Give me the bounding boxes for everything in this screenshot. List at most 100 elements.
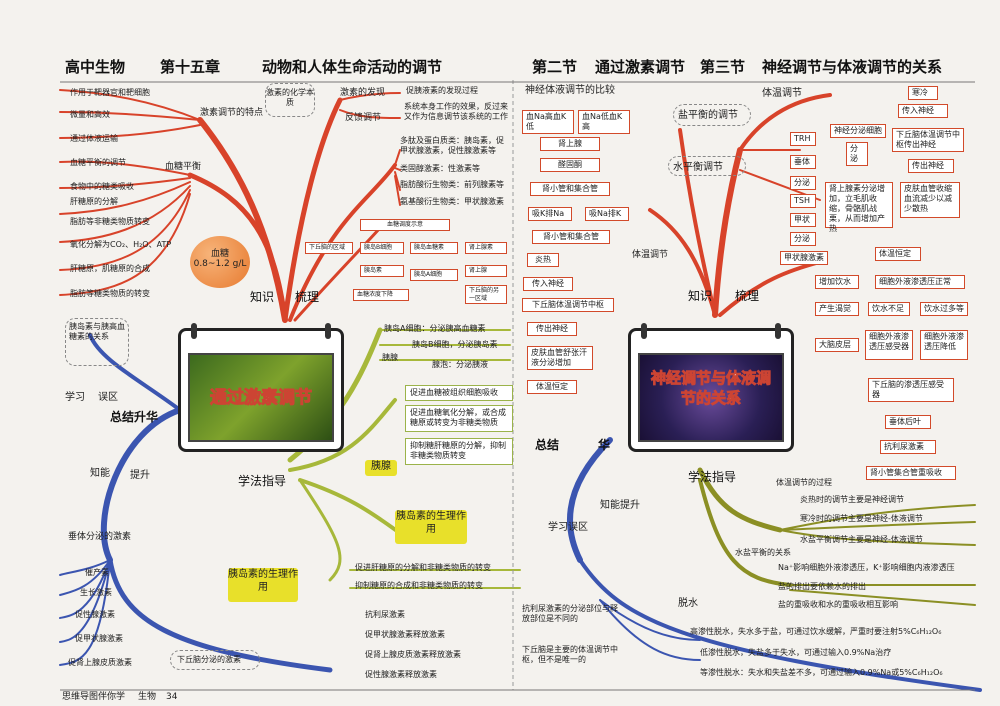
header-section3-title: 神经调节与体液调节的关系 (762, 58, 943, 76)
flow-node: 胰岛素 (360, 265, 404, 277)
glucagon-effect: 抑制糖原的合成和非糖类物质的转变 (355, 581, 483, 590)
ring-icon (191, 323, 197, 339)
pancreas-item: 胰岛B细胞，分泌胰岛素 (412, 340, 498, 349)
water-node: 肾小管和集合管 (530, 182, 610, 196)
cold-node: 寒冷 (908, 86, 938, 100)
water-node: 肾上腺 (540, 137, 600, 151)
pancreas-gland: 胰腺 (382, 353, 398, 362)
cold-node: 传出神经 (908, 159, 954, 173)
trait-item: 微量和高效 (70, 110, 110, 119)
insulin-tag: 胰岛素的生理作用 (395, 510, 467, 544)
right-study-label: 学习误区 (548, 522, 588, 533)
thirst-node: 增加饮水 (815, 275, 859, 289)
water-node: 吸K排Na (528, 207, 572, 221)
blood-sugar-item: 脂肪等糖类物质的转变 (70, 289, 150, 298)
hypo-item: 促肾上腺皮质激素释放激素 (365, 650, 461, 659)
flow-node: 血糖浓度下降 (353, 289, 409, 301)
temp-process-item: 炎热时的调节主要是神经调节 (800, 495, 904, 504)
cold-node: 肾上腺素分泌增加，立毛肌收缩，骨骼肌战栗，从而增加产热 (825, 182, 893, 233)
cold-node: 下丘脑体温调节中枢传出神经 (892, 128, 964, 152)
water-node: 肾小管和集合管 (532, 230, 610, 244)
flow-node: 胰岛A细胞 (410, 269, 458, 281)
thirst-node: 肾小管集合管重吸收 (866, 466, 956, 480)
insulin-effect: 抑制糖肝糖原的分解，抑制非糖类物质转变 (405, 438, 513, 465)
chem-item: 多肽及蛋白质类：胰岛素，促甲状腺激素，促性腺激素等 (400, 136, 504, 155)
cold-node: 甲状腺激素 (780, 251, 828, 265)
chem-item: 脂肪酸衍生物类：前列腺素等 (400, 180, 504, 189)
blood-sugar-ball: 血糖 0.8~1.2 g/L (190, 236, 250, 288)
pituitary-item: 促甲状腺激素 (75, 634, 123, 643)
left-card-title: 通过激素调节 (210, 388, 313, 409)
left-error-label: 误区 (98, 392, 118, 403)
heat-node: 下丘脑体温调节中枢 (522, 298, 614, 312)
flow-node: 肾上腺 (465, 265, 507, 277)
right-knowledge-label: 知识 (688, 289, 713, 303)
pituitary-title: 垂体分泌的激素 (68, 532, 132, 542)
feedback-text: 系统本身工作的效果，反过来又作为信息调节该系统的工作 (404, 102, 508, 121)
water-node: 吸Na排K (585, 207, 629, 221)
header-section3: 第三节 (700, 58, 746, 76)
pituitary-item: 生长激素 (80, 588, 112, 597)
temp-process-title: 体温调节的过程 (776, 478, 832, 487)
discovery-title: 激素的发现 (340, 88, 386, 98)
flow-title: 血糖调度示意 (360, 219, 450, 231)
traits-title: 激素调节的特点 (200, 108, 264, 118)
blood-sugar-item: 食物中的糖类吸收 (70, 182, 134, 191)
blood-sugar-item: 氧化分解为CO₂、H₂O、ATP (70, 240, 172, 249)
cold-node: 体温恒定 (875, 247, 921, 261)
salt-bubble: 盐平衡的调节 (673, 104, 751, 126)
blood-sugar-item: 肝糖原的分解 (70, 197, 118, 206)
header-chapter-title: 动物和人体生命活动的调节 (262, 58, 443, 76)
dehydration-title: 脱水 (678, 598, 698, 609)
heat-node: 体温恒定 (527, 380, 577, 394)
chem-item: 类固醇激素：性激素等 (400, 164, 480, 173)
flow-node: 肾上腺素 (465, 242, 507, 254)
footer-page: 34 (166, 692, 178, 702)
right-sort-label: 梳理 (735, 289, 760, 303)
chem-item: 氨基酸衍生物类：甲状腺激素 (400, 197, 504, 206)
left-study-label: 学习 (65, 392, 85, 403)
cold-node: 分泌 (790, 232, 816, 246)
right-hua-label: 华 (598, 438, 611, 452)
water-node: 血Na高血K低 (522, 110, 574, 134)
heat-node: 传出神经 (527, 322, 577, 336)
insulin-effect: 促进血糖被组织细胞吸收 (405, 385, 513, 402)
compare-title: 神经体液调节的比较 (525, 85, 615, 96)
heat-node: 炎热 (527, 253, 559, 267)
flow-node: 胰岛血糖素 (410, 242, 458, 254)
left-method-label: 学法指导 (238, 474, 287, 488)
water-salt-title: 水盐平衡的关系 (735, 548, 791, 557)
right-title-card: 神经调节与体液调节的关系 (628, 323, 794, 452)
dehydration-item: 等渗性脱水：失水和失盐差不多，可通过输入0.9%Na或5%C₆H₁₂O₆ (700, 668, 943, 677)
trait-item: 通过体液运输 (70, 134, 118, 143)
cold-node: 甲状 (790, 213, 816, 227)
header-chapter: 第十五章 (160, 58, 221, 76)
card-image: 通过激素调节 (188, 353, 334, 442)
hypo-item: 促性腺激素释放激素 (365, 670, 437, 679)
relation-bubble: 胰岛素与胰高血糖素的关系 (65, 318, 129, 366)
pituitary-item: 促肾上腺皮质激素 (68, 658, 132, 667)
blood-sugar-item: 血糖平衡的调节 (70, 158, 126, 167)
thirst-node: 细胞外液渗透压正常 (875, 275, 965, 289)
water-salt-item: Na⁺影响细胞外液渗透压，K⁺影响细胞内液渗透压 (778, 563, 955, 572)
flow-node: 下丘脑的区域 (305, 242, 353, 254)
discovery-text: 促胰液素的发现过程 (406, 86, 478, 95)
ring-icon (641, 323, 647, 339)
temp-title: 体温调节 (762, 88, 802, 99)
feedback-title: 反馈调节 (345, 113, 382, 123)
header-section2-title: 通过激素调节 (595, 58, 686, 76)
temp-reg-label: 体温调节 (632, 250, 669, 260)
hypo-item: 促甲状腺激素释放激素 (365, 630, 445, 639)
left-ability-label: 知能 (90, 468, 110, 479)
ball-label: 血糖 (210, 249, 229, 259)
hypo-item: 抗利尿激素 (365, 610, 405, 619)
footer-subject: 生物 (138, 692, 157, 702)
pancreas-tag: 胰腺 (365, 460, 397, 476)
thirst-node: 抗利尿激素 (880, 440, 936, 454)
error-note: 抗利尿激素的分泌部位与释放部位是不同的 (522, 604, 618, 623)
pituitary-item: 促性腺激素 (75, 610, 115, 619)
cold-node: 皮肤血管收缩血流减少以减少散热 (900, 182, 960, 218)
thirst-node: 大脑皮层 (815, 338, 859, 352)
header-subject: 高中生物 (65, 58, 126, 76)
footer-book: 思维导图伴你学 (62, 692, 126, 702)
